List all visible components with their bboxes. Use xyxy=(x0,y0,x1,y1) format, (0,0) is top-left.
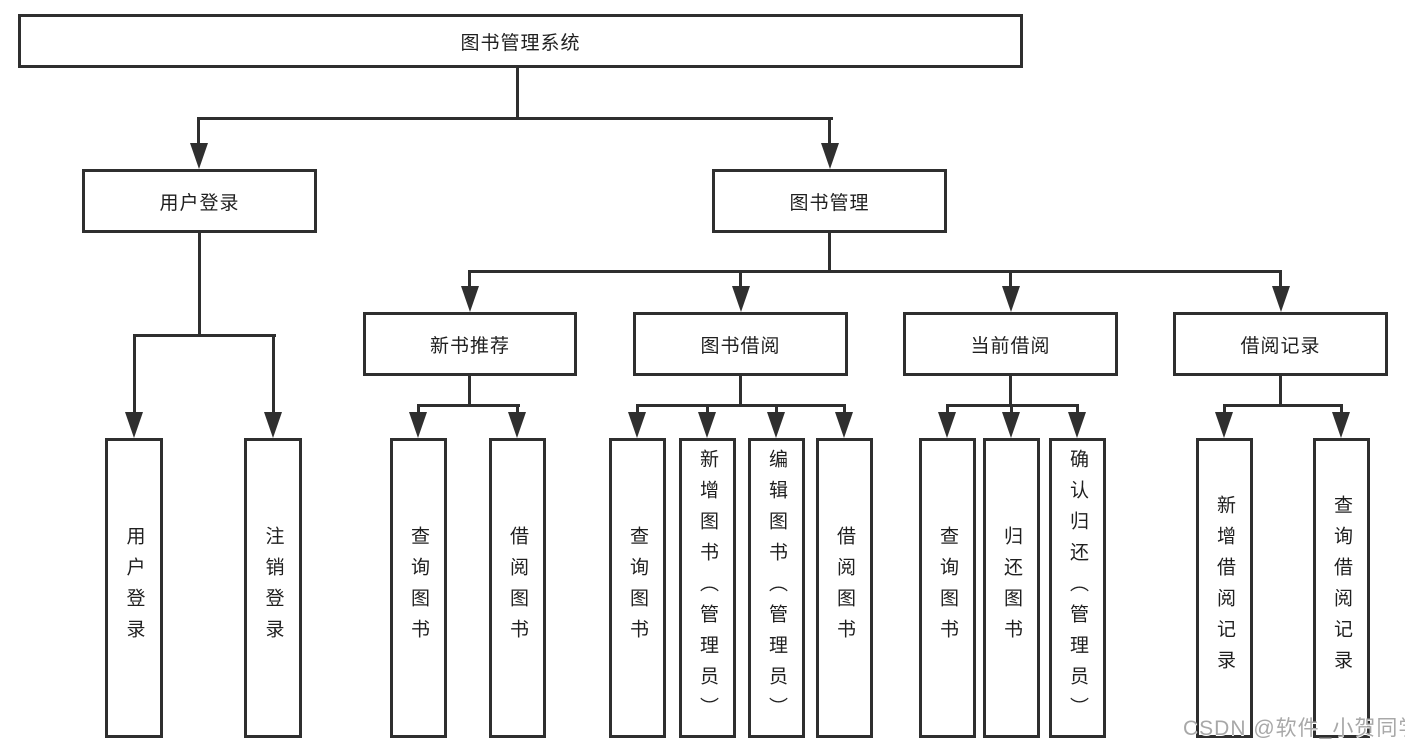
node-book-management: 图书管理 xyxy=(712,169,947,233)
connector-line xyxy=(1076,404,1079,416)
node-book-borrow: 图书借阅 xyxy=(633,312,848,376)
connector-line xyxy=(739,270,742,288)
leaf-logout: 注销登录 xyxy=(244,438,302,738)
leaf-user-login: 用户登录 xyxy=(105,438,163,738)
connector-line xyxy=(739,376,742,407)
leaf-borrow-books: 借阅图书 xyxy=(816,438,873,738)
arrow-down-icon xyxy=(409,412,427,438)
connector-line xyxy=(946,404,949,416)
connector-line xyxy=(1009,376,1012,407)
arrow-down-icon xyxy=(461,286,479,312)
connector-line xyxy=(1223,404,1343,407)
connector-line xyxy=(1279,376,1282,407)
leaf-confirm-return-admin: 确认归还（管理员） xyxy=(1049,438,1106,738)
connector-line xyxy=(843,404,846,416)
leaf-edit-book-admin: 编辑图书（管理员） xyxy=(748,438,805,738)
leaf-borrow-books-recommend: 借阅图书 xyxy=(489,438,546,738)
connector-line xyxy=(636,404,846,407)
connector-line xyxy=(516,66,519,120)
leaf-query-borrow-record: 查询借阅记录 xyxy=(1313,438,1370,738)
leaf-return-books: 归还图书 xyxy=(983,438,1040,738)
arrow-down-icon xyxy=(264,412,282,438)
arrow-down-icon xyxy=(1002,286,1020,312)
arrow-down-icon xyxy=(1068,412,1086,438)
connector-line xyxy=(1010,404,1013,416)
connector-line xyxy=(1340,404,1343,416)
connector-line xyxy=(636,404,639,416)
connector-line xyxy=(133,334,136,412)
leaf-query-books-borrow: 查询图书 xyxy=(609,438,666,738)
leaf-add-book-admin: 新增图书（管理员） xyxy=(679,438,736,738)
arrow-down-icon xyxy=(1272,286,1290,312)
connector-line xyxy=(417,404,520,407)
node-new-book-recommend: 新书推荐 xyxy=(363,312,577,376)
connector-line xyxy=(272,334,275,412)
arrow-down-icon xyxy=(190,143,208,169)
arrow-down-icon xyxy=(821,143,839,169)
leaf-query-books-current: 查询图书 xyxy=(919,438,976,738)
connector-line xyxy=(516,404,519,416)
arrow-down-icon xyxy=(698,412,716,438)
connector-line xyxy=(134,334,276,337)
connector-line xyxy=(468,270,1282,273)
connector-line xyxy=(197,117,833,120)
connector-line xyxy=(828,117,831,149)
connector-line xyxy=(468,376,471,407)
arrow-down-icon xyxy=(628,412,646,438)
arrow-down-icon xyxy=(1215,412,1233,438)
connector-line xyxy=(417,404,420,416)
connector-line xyxy=(828,233,831,273)
leaf-add-borrow-record: 新增借阅记录 xyxy=(1196,438,1253,738)
arrow-down-icon xyxy=(508,412,526,438)
connector-line xyxy=(1009,270,1012,288)
arrow-down-icon xyxy=(1002,412,1020,438)
connector-line xyxy=(706,404,709,416)
connector-line xyxy=(198,233,201,337)
arrow-down-icon xyxy=(835,412,853,438)
connector-line xyxy=(197,117,200,149)
connector-line xyxy=(1279,270,1282,288)
arrow-down-icon xyxy=(938,412,956,438)
arrow-down-icon xyxy=(125,412,143,438)
arrow-down-icon xyxy=(767,412,785,438)
arrow-down-icon xyxy=(1332,412,1350,438)
node-user-login: 用户登录 xyxy=(82,169,317,233)
node-library-system: 图书管理系统 xyxy=(18,14,1023,68)
node-borrow-records: 借阅记录 xyxy=(1173,312,1388,376)
arrow-down-icon xyxy=(732,286,750,312)
leaf-query-books-recommend: 查询图书 xyxy=(390,438,447,738)
connector-line xyxy=(468,270,471,288)
connector-line xyxy=(775,404,778,416)
watermark: CSDN @软件_小贺同学 xyxy=(1183,717,1405,740)
node-current-borrow: 当前借阅 xyxy=(903,312,1118,376)
connector-line xyxy=(1223,404,1226,416)
